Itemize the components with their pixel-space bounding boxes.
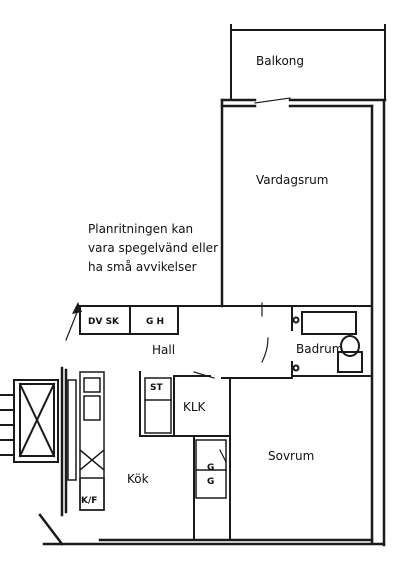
door-swings	[65, 97, 291, 463]
fixture-st: ST	[150, 383, 163, 393]
wardrobe-g	[195, 439, 227, 499]
room-hall: Hall	[152, 343, 176, 357]
note-line-2: vara spegelvänd eller	[88, 241, 219, 255]
fixture-g2: G	[207, 477, 215, 487]
storage-st	[144, 377, 172, 434]
fixture-gh: G H	[146, 317, 165, 327]
interior-walls	[139, 371, 293, 541]
exterior-walls	[38, 98, 387, 547]
bathroom-walls	[221, 305, 373, 377]
balcony-walls	[230, 24, 386, 99]
room-klk: KLK	[183, 400, 206, 414]
disclaimer-note: Planritningen kan vara spegelvänd eller …	[88, 220, 263, 277]
room-kok: Kök	[127, 472, 149, 486]
room-balkong: Balkong	[256, 54, 305, 68]
room-vardagsrum: Vardagsrum	[256, 173, 329, 187]
fixture-g1: G	[207, 463, 215, 473]
fixture-dv-sk: DV SK	[88, 317, 120, 327]
entrance-arrow	[72, 302, 82, 314]
kitchen-counter	[67, 371, 106, 511]
hall-top-wall	[77, 305, 223, 335]
fixture-kf: K/F	[81, 496, 98, 506]
note-line-1: Planritningen kan	[88, 222, 194, 236]
note-line-3: ha små avvikelser	[88, 260, 197, 274]
room-sovrum: Sovrum	[268, 449, 315, 463]
stairwell	[0, 379, 59, 463]
room-badrum: Badrum	[296, 342, 344, 356]
